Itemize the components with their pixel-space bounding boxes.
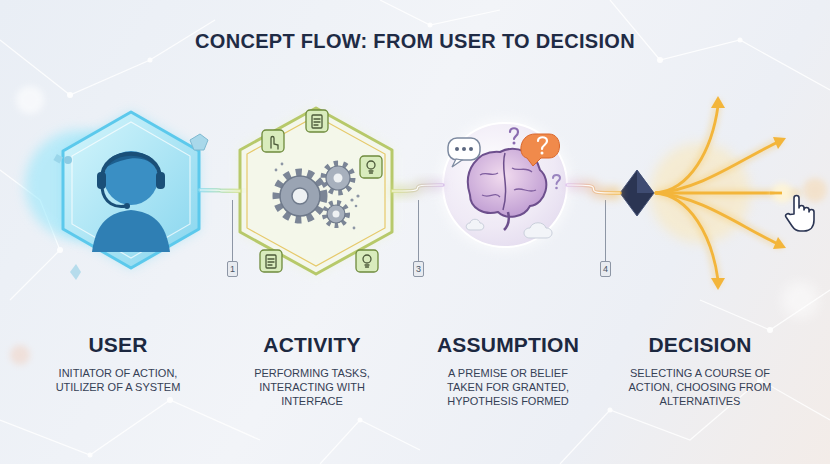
beam-core (392, 185, 443, 191)
node-description: INITIATOR OF ACTION, UTILIZER OF A SYSTE… (42, 366, 194, 394)
shape-frame (240, 108, 392, 274)
flow-connector (392, 185, 443, 191)
user-node: USER INITIATOR OF ACTION, UTILIZER OF A S… (33, 95, 203, 394)
bokeh (10, 86, 827, 365)
node-description: A PREMISE OR BELIEF TAKEN FOR GRANTED, H… (432, 366, 584, 408)
icon-area (423, 95, 593, 295)
icon-area (33, 95, 203, 295)
flow-connector (567, 185, 620, 193)
beam-glow (392, 185, 443, 191)
diagram-title: CONCEPT FLOW: FROM USER TO DECISION (195, 30, 635, 53)
node-heading: USER (88, 333, 147, 357)
user-icon (25, 112, 208, 280)
icon-area (227, 95, 397, 295)
title-bar: CONCEPT FLOW: FROM USER TO DECISION (0, 30, 830, 53)
tag-leaders (233, 200, 606, 261)
shape-frame (620, 170, 654, 216)
activity-icon (240, 108, 392, 274)
shape-frame (443, 123, 567, 247)
callout-number: 3 (413, 261, 424, 277)
node-heading: DECISION (648, 333, 751, 357)
icon-area (615, 95, 785, 295)
beam-glow (567, 185, 620, 193)
callout-number: 1 (227, 261, 238, 277)
callout-number: 4 (600, 261, 611, 277)
decision-node: DECISION SELECTING A COURSE OF ACTION, CH… (615, 95, 785, 408)
node-description: PERFORMING TASKS, INTERACTING WITH INTER… (236, 366, 388, 408)
assumption-node: ASSUMPTION A PREMISE OR BELIEF TAKEN FOR … (423, 95, 593, 408)
beam-core (567, 185, 620, 193)
beam-core (200, 190, 240, 191)
flow-connector (200, 190, 240, 191)
node-heading: ACTIVITY (263, 333, 360, 357)
decision-icon (620, 96, 814, 290)
assumption-icon (439, 119, 571, 251)
shape-frame (62, 112, 200, 268)
beam-glow (200, 190, 240, 191)
node-description: SELECTING A COURSE OF ACTION, CHOOSING F… (624, 366, 776, 408)
activity-node: ACTIVITY PERFORMING TASKS, INTERACTING WI… (227, 95, 397, 408)
node-heading: ASSUMPTION (437, 333, 579, 357)
